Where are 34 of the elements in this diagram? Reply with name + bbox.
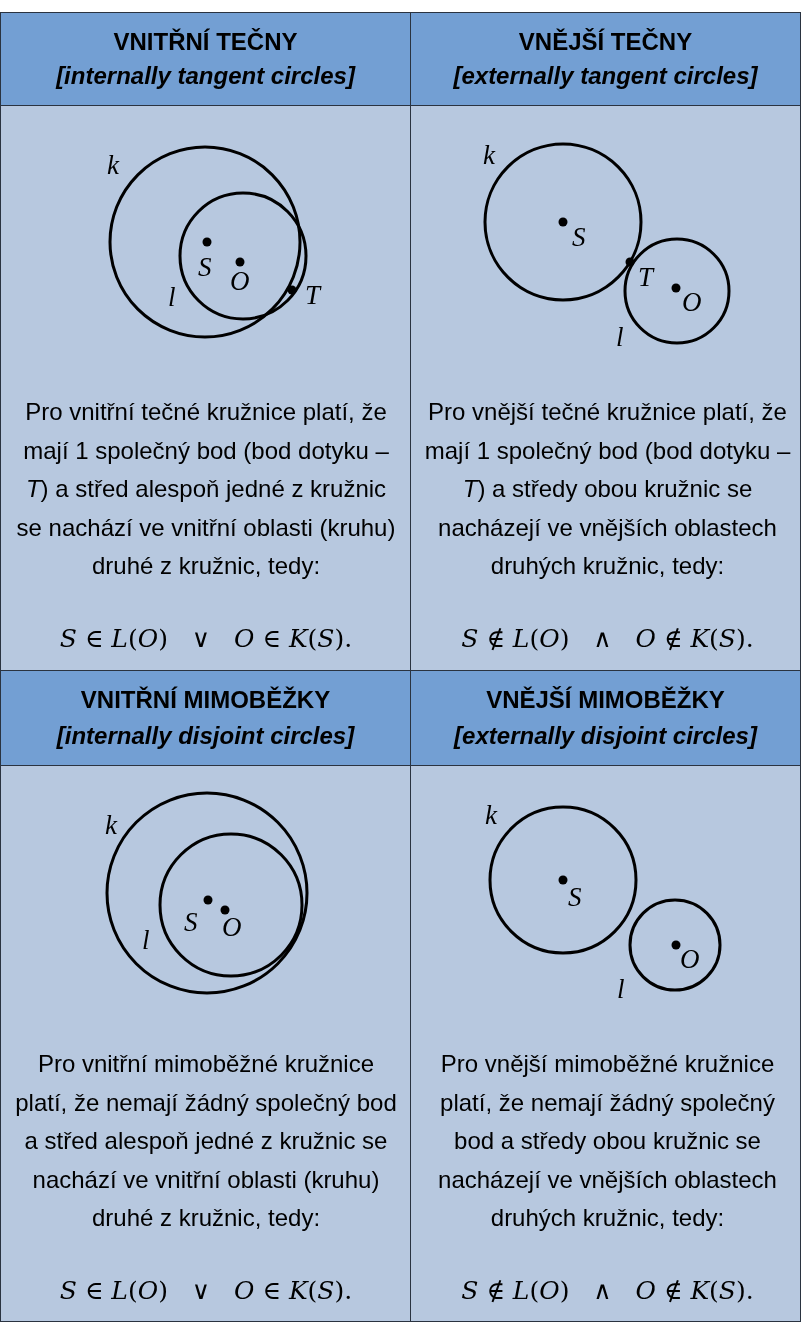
point-label: O (682, 287, 702, 318)
point-label: k (483, 140, 495, 171)
column-subtitle: [externally tangent circles] (452, 62, 759, 90)
point-label: k (485, 800, 497, 831)
formula: S ∈ L(O) ∨ O ∈ K(S). (58, 1276, 354, 1305)
point-label: l (616, 322, 624, 353)
point-label: T (305, 280, 321, 311)
point-label: S (572, 222, 586, 253)
formula: S ∉ L(O) ∧ O ∉ K(S). (460, 1276, 755, 1305)
point-label: l (617, 974, 625, 1005)
point-label: l (168, 282, 176, 313)
point-label: O (222, 912, 242, 943)
column-subtitle: [externally disjoint circles] (452, 722, 759, 750)
description-text: Pro vnitřní mimoběžné kružnice platí, že nemají žádný společný bod a střed alespoň jedné z kružnic se nachází ve vnitřní oblasti (kruhu) druhé z kružnic, tedy: (14, 1049, 398, 1233)
column-title: VNITŘNÍ TEČNY (112, 28, 299, 56)
column-title: VNITŘNÍ MIMOBĚŽKY (79, 686, 332, 714)
column-title: VNĚJŠÍ MIMOBĚŽKY (485, 686, 726, 714)
column-subtitle: [internally disjoint circles] (55, 722, 356, 750)
description-text: Pro vnější tečné kružnice platí, že mají 1 společný bod (bod dotyku – T) a středy obou kružnic se nacházejí ve vnějších oblastech druhých kružnic, tedy: (423, 397, 792, 581)
point-label: S (184, 907, 198, 938)
point-label: T (638, 262, 654, 293)
point-label: k (107, 150, 119, 181)
column-subtitle: [internally tangent circles] (54, 62, 357, 90)
point-label: k (105, 810, 117, 841)
description-text: Pro vnitřní tečné kružnice platí, že mají 1 společný bod (bod dotyku – T) a střed alespoň jedné z kružnic se nachází ve vnitřní oblasti (kruhu) druhé z kružnic, tedy: (15, 397, 397, 581)
point-label: S (198, 252, 212, 283)
point-label: O (230, 266, 250, 297)
column-title: VNĚJŠÍ TEČNY (517, 28, 694, 56)
point-label: O (680, 944, 700, 975)
point-label: l (142, 925, 150, 956)
point-label: S (568, 882, 582, 913)
description-text: Pro vnější mimoběžné kružnice platí, že nemají žádný společný bod a středy obou kružnic se nacházejí ve vnějších oblastech druhých kružnic, tedy: (437, 1049, 778, 1233)
formula: S ∈ L(O) ∨ O ∈ K(S). (58, 624, 354, 653)
formula: S ∉ L(O) ∧ O ∉ K(S). (460, 624, 755, 653)
